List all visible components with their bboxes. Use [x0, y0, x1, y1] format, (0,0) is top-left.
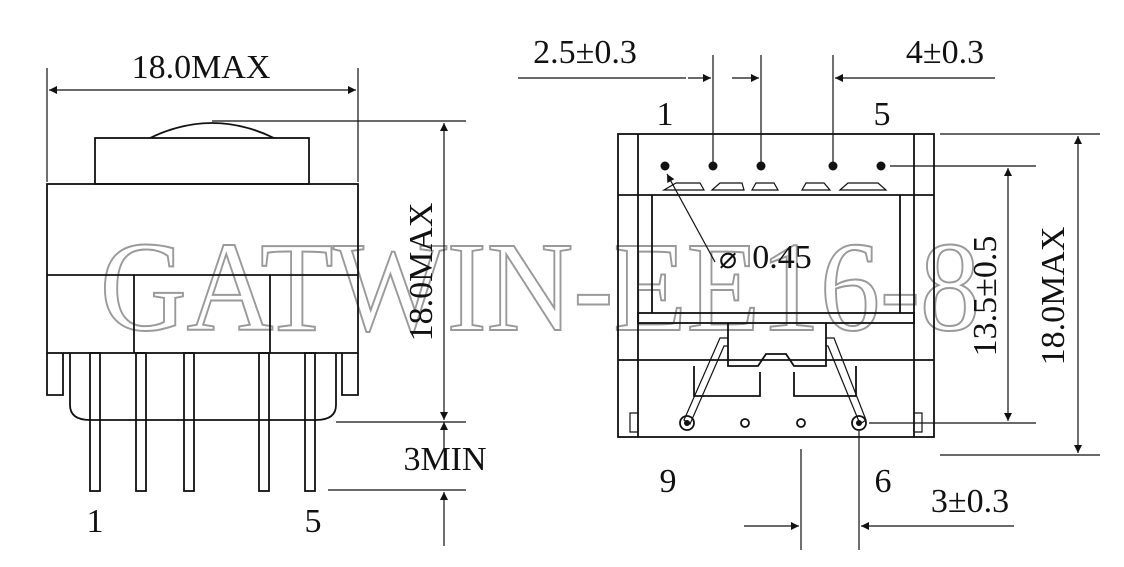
- side-pin: [89, 352, 101, 492]
- pitch-left-label: 2.5±0.3: [533, 34, 637, 71]
- pin-hole: [740, 418, 750, 428]
- pin-hole: [851, 415, 867, 431]
- pin-hole: [679, 415, 695, 431]
- hole-leader: [666, 173, 716, 263]
- pin-hole: [756, 161, 766, 171]
- pin-hole: [660, 161, 670, 171]
- side-base: [46, 353, 64, 396]
- pin-hole: [876, 161, 886, 171]
- side-height-label: 18.0MAX: [403, 203, 440, 342]
- core-top-block: [94, 137, 310, 185]
- bottom-pin-1-label: 1: [657, 96, 674, 133]
- lead-wire: [826, 337, 867, 425]
- side-pin: [135, 352, 147, 492]
- side-view: 18.0MAX 1 5 18.0MAX 3MIN: [46, 49, 487, 546]
- side-pin-5-label: 5: [305, 503, 322, 540]
- bottom-pitch-label: 3±0.3: [931, 483, 1009, 520]
- bottom-outline: [617, 133, 935, 438]
- side-pin: [304, 352, 316, 492]
- pitch-right-label: 4±0.3: [906, 34, 984, 71]
- side-pin-1-label: 1: [87, 503, 104, 540]
- pin-length-label: 3MIN: [403, 441, 486, 478]
- pin-hole: [828, 161, 838, 171]
- bottom-view: 2.5±0.3 4±0.3 1 5 ⌀ 0.45: [518, 34, 1100, 550]
- core-top-dome: [149, 122, 275, 139]
- side-pin: [258, 352, 270, 492]
- bottom-pin-9-label: 9: [660, 463, 677, 500]
- side-pin: [183, 352, 195, 492]
- diameter-symbol: ⌀: [719, 242, 737, 275]
- side-width-label: 18.0MAX: [132, 49, 271, 86]
- hole-size-label: 0.45: [752, 239, 812, 276]
- pin-hole: [796, 418, 806, 428]
- transformer-body: [46, 183, 359, 354]
- bottom-pin-6-label: 6: [875, 463, 892, 500]
- row-spacing-label: 13.5±0.5: [967, 236, 1004, 357]
- watermark: GATWIN-EE16-8: [100, 216, 980, 358]
- center-flange: [637, 312, 915, 324]
- bottom-height-label: 18.0MAX: [1035, 227, 1072, 366]
- bottom-pin-5-label: 5: [874, 96, 891, 133]
- pin-hole: [708, 161, 718, 171]
